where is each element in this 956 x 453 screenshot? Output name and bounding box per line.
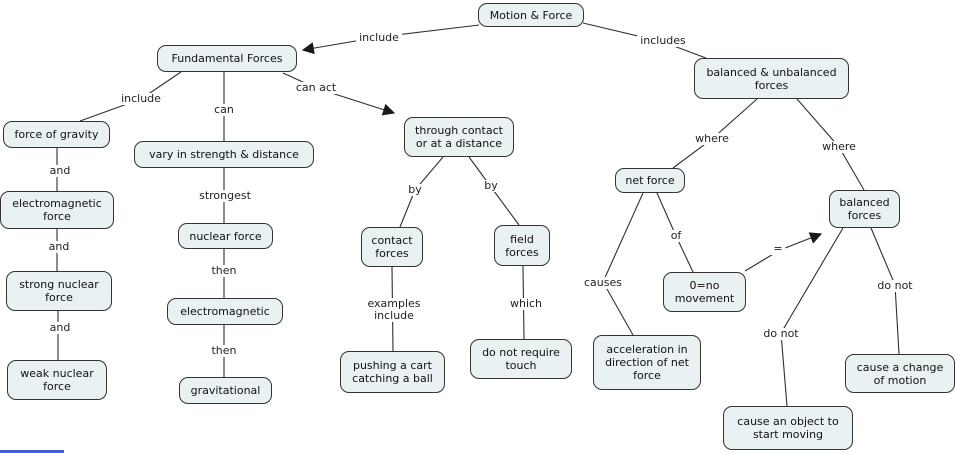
node-acceleration[interactable]: acceleration in direction of net force	[593, 335, 701, 390]
link-label-can: can	[211, 104, 237, 116]
node-nuclear-force[interactable]: nuclear force	[178, 223, 273, 249]
node-net-force[interactable]: net force	[615, 168, 685, 193]
node-zero-movement[interactable]: 0=no movement	[663, 272, 746, 312]
link-label-do-not-right: do not	[874, 280, 916, 292]
link-label-which: which	[506, 298, 546, 310]
link-label-then-1: then	[208, 265, 240, 277]
node-contact-forces[interactable]: contact forces	[361, 227, 423, 267]
node-fundamental-forces[interactable]: Fundamental Forces	[157, 45, 297, 72]
link-label-can-act: can act	[292, 82, 340, 94]
link-label-include-gravity: include	[118, 93, 164, 105]
link-label-strongest: strongest	[196, 190, 254, 202]
link-label-then-2: then	[208, 345, 240, 357]
node-force-of-gravity[interactable]: force of gravity	[3, 121, 110, 148]
node-motion-force[interactable]: Motion & Force	[478, 3, 584, 27]
node-weak-nuclear-force[interactable]: weak nuclear force	[7, 360, 107, 400]
connector-netforce-acceleration	[602, 192, 644, 336]
link-label-include-left: include	[356, 32, 402, 44]
link-label-includes: includes	[637, 35, 689, 47]
link-label-where-right: where	[819, 141, 859, 153]
link-label-where-left: where	[692, 133, 732, 145]
link-label-and-3: and	[46, 322, 74, 334]
link-label-do-not-left: do not	[760, 328, 802, 340]
node-through-contact[interactable]: through contact or at a distance	[404, 117, 514, 157]
node-balanced-unbalanced-forces[interactable]: balanced & unbalanced forces	[694, 58, 849, 99]
link-label-and-1: and	[46, 165, 74, 177]
link-label-examples-include: examples include	[364, 298, 424, 322]
node-electromagnetic-force[interactable]: electromagnetic force	[0, 191, 114, 229]
node-balanced-forces[interactable]: balanced forces	[829, 190, 900, 228]
link-label-by-left: by	[405, 184, 425, 196]
node-cause-change-motion[interactable]: cause a change of motion	[845, 354, 955, 393]
node-do-not-require-touch[interactable]: do not require touch	[470, 339, 572, 379]
node-electromagnetic[interactable]: electromagnetic	[167, 298, 283, 325]
node-strong-nuclear-force[interactable]: strong nuclear force	[6, 271, 112, 311]
connector-balancedforces-causeobjectmove	[780, 227, 844, 407]
node-field-forces[interactable]: field forces	[494, 225, 550, 266]
bottom-edge-artifact	[0, 450, 64, 453]
link-label-of: of	[667, 230, 685, 242]
node-pushing-cart[interactable]: pushing a cart catching a ball	[340, 351, 445, 393]
link-label-equals: =	[770, 243, 786, 255]
node-vary-in-strength[interactable]: vary in strength & distance	[134, 141, 314, 168]
node-cause-object-move[interactable]: cause an object to start moving	[723, 406, 853, 450]
link-label-by-right: by	[481, 180, 501, 192]
link-label-and-2: and	[45, 241, 73, 253]
node-gravitational[interactable]: gravitational	[179, 377, 272, 404]
link-label-causes: causes	[581, 277, 625, 289]
